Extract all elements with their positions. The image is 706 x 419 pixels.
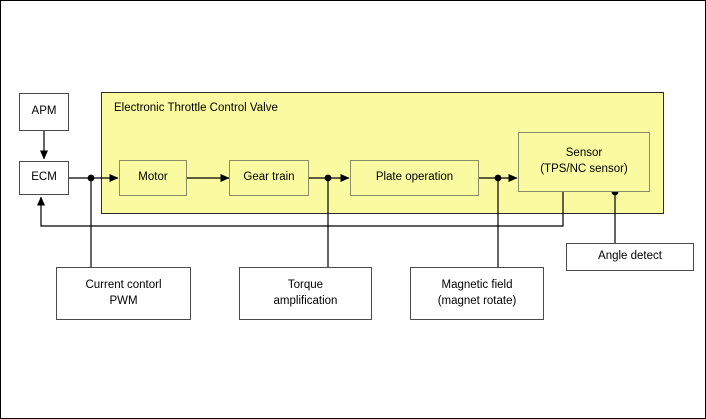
node-gear-train[interactable]: Gear train [229,160,309,196]
node-magnetic-field[interactable]: Magnetic field (magnet rotate) [410,267,544,320]
node-current-control-pwm[interactable]: Current contorl PWM [56,267,191,320]
node-apm[interactable]: APM [19,93,69,131]
node-ecm[interactable]: ECM [19,161,69,195]
panel-title: Electronic Throttle Control Valve [114,102,278,114]
node-torque-amplification[interactable]: Torque amplification [239,267,372,320]
node-sensor[interactable]: Sensor (TPS/NC sensor) [518,132,650,192]
node-plate-operation[interactable]: Plate operation [350,160,479,196]
node-angle-detect[interactable]: Angle detect [566,243,694,271]
node-motor[interactable]: Motor [119,160,187,196]
